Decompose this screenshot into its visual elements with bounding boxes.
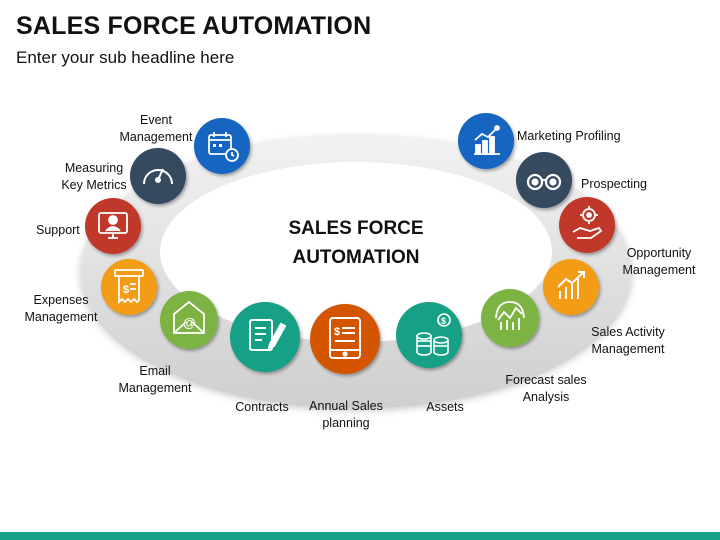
gauge-icon bbox=[143, 168, 173, 185]
bar-chart-icon bbox=[474, 125, 500, 155]
footer-accent-bar bbox=[0, 532, 720, 540]
svg-text:$: $ bbox=[123, 284, 129, 296]
node-annual-sales[interactable] bbox=[310, 304, 380, 374]
node-opportunity[interactable] bbox=[559, 197, 615, 253]
label-assets: Assets bbox=[426, 400, 464, 414]
tablet-icon: $ bbox=[329, 317, 361, 359]
label-opportunity: Opportunity Management bbox=[622, 246, 696, 277]
label-contracts: Contracts bbox=[235, 400, 289, 414]
label-prospecting: Prospecting bbox=[581, 177, 648, 191]
label-event-management: Event Management bbox=[119, 113, 193, 144]
node-support[interactable] bbox=[85, 198, 141, 254]
receipt-icon: $ bbox=[114, 269, 144, 305]
coins-icon: $ bbox=[416, 313, 451, 356]
center-title-line2: AUTOMATION bbox=[292, 247, 420, 268]
label-annual-sales: Annual Sales planning bbox=[309, 399, 383, 430]
center-title: SALES FORCE AUTOMATION bbox=[256, 214, 456, 272]
binoculars-icon bbox=[526, 173, 562, 191]
gear-hand-icon bbox=[572, 206, 603, 239]
support-agent-icon bbox=[98, 212, 128, 239]
node-key-metrics[interactable] bbox=[130, 148, 186, 204]
node-email[interactable] bbox=[160, 291, 218, 349]
page-subtitle: Enter your sub headline here bbox=[16, 48, 235, 67]
svg-text:$: $ bbox=[334, 326, 340, 338]
forecast-icon bbox=[495, 301, 525, 330]
page-title: SALES FORCE AUTOMATION bbox=[16, 12, 372, 40]
growth-chart-icon bbox=[557, 271, 585, 299]
label-expenses: Expenses Management bbox=[24, 293, 98, 324]
contract-icon bbox=[249, 319, 287, 351]
center-title-line1: SALES FORCE bbox=[288, 218, 424, 239]
label-sales-activity: Sales Activity Management bbox=[591, 325, 665, 356]
label-email: Email Management bbox=[118, 364, 192, 395]
email-icon: @ bbox=[173, 300, 205, 334]
calendar-icon bbox=[208, 132, 239, 162]
label-key-metrics: Measuring Key Metrics bbox=[61, 161, 127, 192]
svg-text:@: @ bbox=[183, 315, 196, 330]
svg-text:$: $ bbox=[441, 316, 446, 326]
node-contracts[interactable] bbox=[230, 302, 300, 372]
node-assets[interactable] bbox=[396, 302, 462, 368]
label-support: Support bbox=[36, 223, 80, 237]
label-marketing: Marketing Profiling bbox=[517, 129, 621, 143]
label-forecast: Forecast sales Analysis bbox=[505, 373, 587, 404]
